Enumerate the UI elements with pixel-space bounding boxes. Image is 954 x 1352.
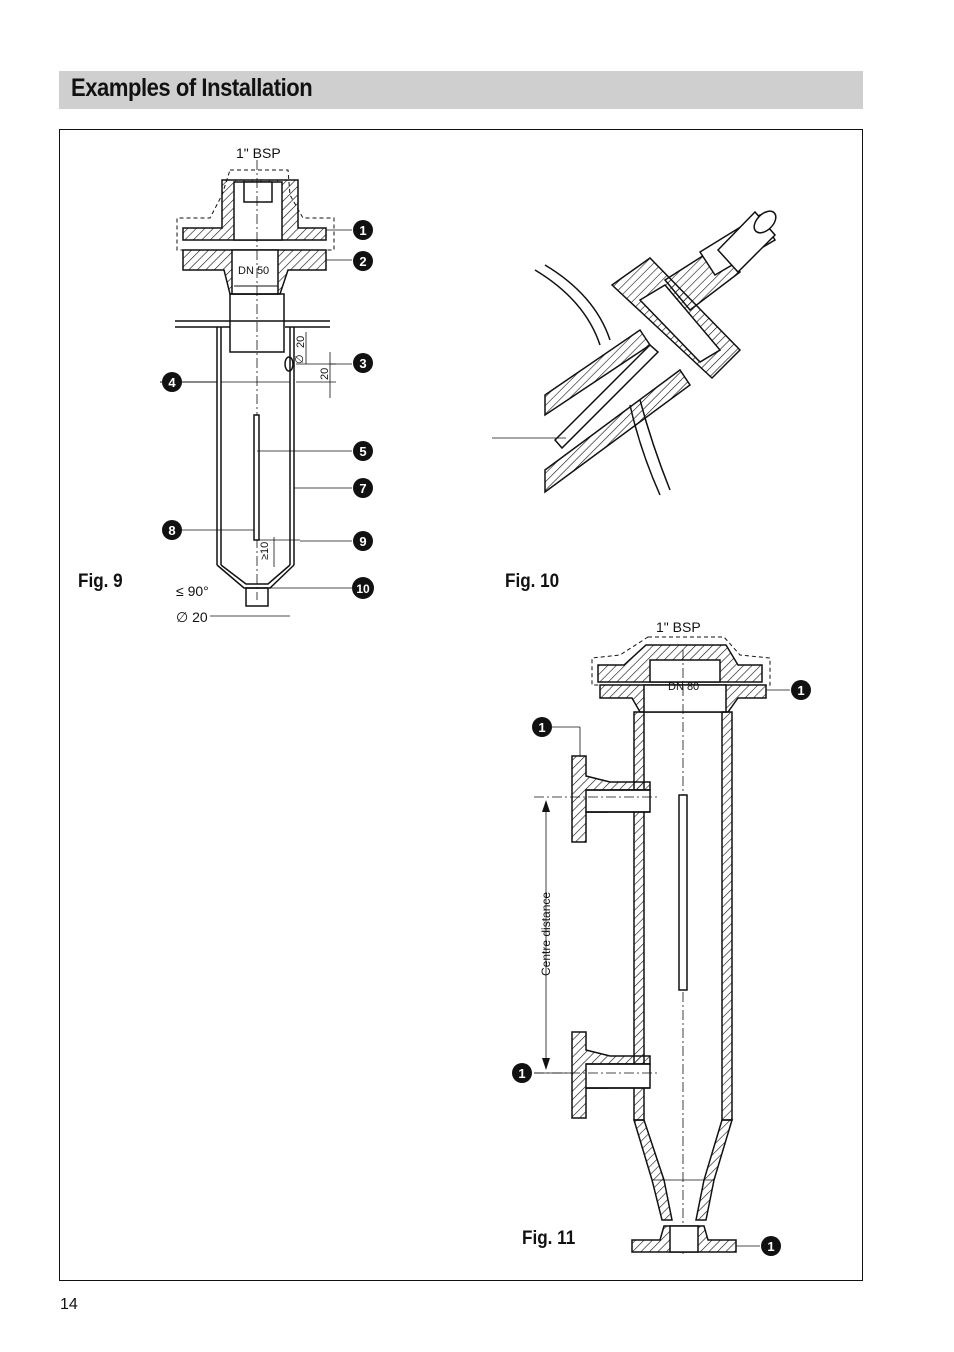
callout-8: 8 xyxy=(162,520,182,540)
callout-upper-nozzle: 1 xyxy=(532,717,552,737)
callout-9: 9 xyxy=(353,531,373,551)
fig9-drawing xyxy=(160,160,352,617)
callout-1-label: 1 xyxy=(359,223,366,238)
fig9-caption: Fig. 9 xyxy=(78,571,123,592)
callout-bottom-flange-label: 1 xyxy=(767,1239,774,1254)
fig9-dia-label: ∅ 20 xyxy=(176,609,208,625)
figure-frame xyxy=(59,129,863,1281)
fig9-nominal-label: DN 50 xyxy=(238,265,269,277)
callout-bottom-flange: 1 xyxy=(761,1236,781,1256)
section-header-bar: Examples of Installation xyxy=(59,71,863,109)
fig11-thread-label: 1" BSP xyxy=(656,619,701,635)
fig9-dim-20-b: 20 xyxy=(319,368,331,380)
fig9-labels: 1" BSP DN 50 20 ∅ 20 ≥10 ≤ 90° ∅ 20 xyxy=(176,145,331,625)
callout-3: 3 xyxy=(353,353,373,373)
callout-7: 7 xyxy=(353,478,373,498)
callout-upper-nozzle-label: 1 xyxy=(538,720,545,735)
page-number: 14 xyxy=(60,1296,78,1313)
fig11-centre-label: Centre distance xyxy=(539,892,553,976)
callout-7-label: 7 xyxy=(359,481,366,496)
callout-10-label: 10 xyxy=(356,582,370,596)
callout-10: 10 xyxy=(352,577,374,599)
fig10-drawing xyxy=(492,210,777,496)
fig11-drawing xyxy=(534,636,790,1255)
fig9-callouts: 1 2 3 4 5 7 8 9 10 xyxy=(162,220,374,599)
fig9-dim-20-a: 20 xyxy=(295,336,307,348)
callout-top-flange: 1 xyxy=(791,680,811,700)
fig11-nominal-label: DN 80 xyxy=(668,681,699,693)
callout-4: 4 xyxy=(162,372,182,392)
callout-8-label: 8 xyxy=(168,523,175,538)
callout-2-label: 2 xyxy=(359,254,366,269)
fig9-angle-label: ≤ 90° xyxy=(176,583,209,599)
fig9-dim-10: ≥10 xyxy=(259,542,271,560)
callout-5: 5 xyxy=(353,441,373,461)
fig9-thread-label: 1" BSP xyxy=(236,145,281,161)
callout-3-label: 3 xyxy=(359,356,366,371)
callout-5-label: 5 xyxy=(359,444,366,459)
callout-lower-nozzle: 1 xyxy=(512,1063,532,1083)
section-title: Examples of Installation xyxy=(71,74,313,102)
callout-lower-nozzle-label: 1 xyxy=(518,1066,525,1081)
fig11-labels: 1" BSP DN 80 Centre distance xyxy=(539,619,701,976)
fig10-caption: Fig. 10 xyxy=(505,571,560,592)
fig9-dia-symbol: ∅ xyxy=(294,354,306,364)
callout-1: 1 xyxy=(353,220,373,240)
callout-4-label: 4 xyxy=(168,375,176,390)
callout-9-label: 9 xyxy=(359,534,366,549)
fig11-callouts: 1 1 1 1 xyxy=(512,680,811,1256)
fig11-caption: Fig. 11 xyxy=(522,1228,576,1249)
callout-top-flange-label: 1 xyxy=(797,683,804,698)
callout-2: 2 xyxy=(353,251,373,271)
